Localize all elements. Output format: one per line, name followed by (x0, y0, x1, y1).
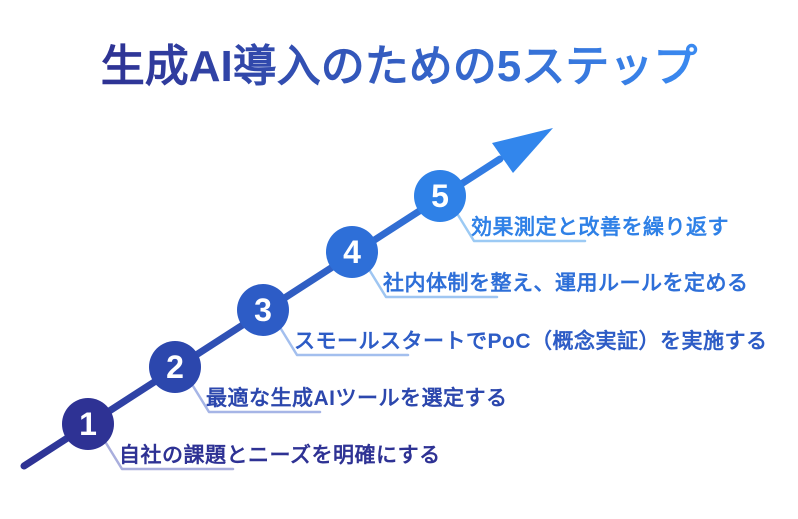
step-1-number: 1 (79, 406, 97, 442)
step-4-connector (368, 269, 499, 299)
step-5-number: 5 (431, 178, 449, 214)
step-1-circle (62, 398, 114, 450)
step-3-label: スモールスタートでPoC（概念実証）を実施する (294, 329, 768, 353)
step-2-label: 最適な生成AIツールを選定する (206, 386, 508, 410)
step-2-circle (149, 341, 201, 393)
step-3-connector (279, 327, 410, 357)
step-1-group: 1 自社の課題とニーズを明確にする (62, 398, 441, 471)
step-1-connector (104, 441, 235, 471)
step-3-circle (237, 284, 289, 336)
step-3-number: 3 (254, 292, 272, 328)
step-4-number: 4 (343, 234, 361, 270)
arrow-head-icon (492, 128, 553, 173)
step-5-group: 5 効果測定と改善を繰り返す (414, 170, 729, 243)
step-2-number: 2 (166, 349, 184, 385)
step-4-circle (326, 226, 378, 278)
step-3-group: 3 スモールスタートでPoC（概念実証）を実施する (237, 284, 768, 357)
step-2-group: 2 最適な生成AIツールを選定する (149, 341, 508, 414)
page-title: 生成AI導入のための5ステップ (101, 42, 697, 91)
step-2-connector (191, 384, 322, 414)
step-4-group: 4 社内体制を整え、運用ルールを定める (326, 226, 749, 299)
step-5-label: 効果測定と改善を繰り返す (471, 215, 729, 239)
step-5-circle (414, 170, 466, 222)
step-5-connector (456, 213, 587, 243)
step-4-label: 社内体制を整え、運用ルールを定める (382, 271, 749, 295)
step-1-label: 自社の課題とニーズを明確にする (119, 443, 441, 467)
